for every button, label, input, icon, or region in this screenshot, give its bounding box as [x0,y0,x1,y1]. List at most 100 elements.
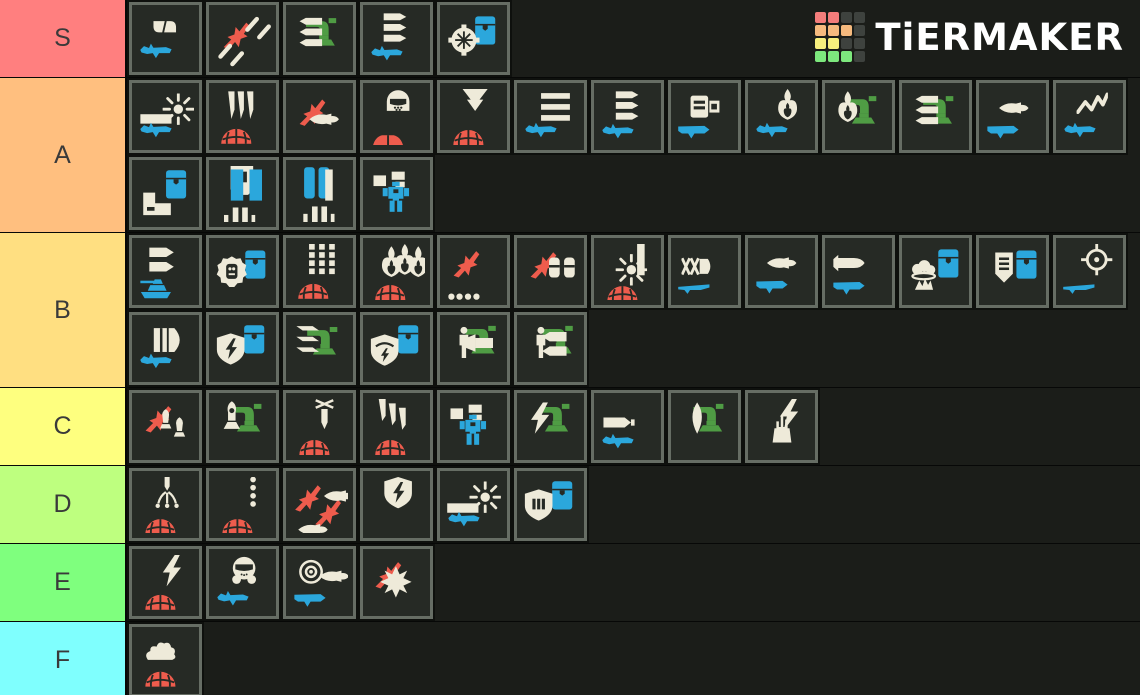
assault-rifle-with-magazine-icon [139,19,176,57]
arc-blitzer[interactable] [1051,78,1128,155]
laser-rifle[interactable] [127,78,204,155]
guard-dog-pod-backpack[interactable] [204,233,281,310]
belt-fed-machine-gun[interactable] [512,78,589,155]
drop-pod[interactable] [204,155,281,232]
orbital-precision-strike-icon [452,88,488,145]
machine-gun-with-ammo-icon [370,12,406,59]
expendable-anti-tank[interactable] [974,78,1051,155]
arc-sentry[interactable] [512,388,589,465]
tiermaker-logo: TiERMAKER [815,12,1124,62]
tier-label-A[interactable]: A [0,78,127,232]
flame-sentry[interactable] [820,78,897,155]
expendable-anti-tank-frame [976,80,1049,153]
capsule-backpack[interactable] [974,233,1051,310]
emancipator-exosuit-icon [449,404,486,445]
tank-with-shells[interactable] [127,233,204,310]
shield-generator-relay[interactable] [358,466,435,543]
belt-fed-machine-gun-icon [524,92,564,136]
tiermaker-logo-grid [815,12,866,62]
tier-row-B: B [0,233,1140,388]
flame-mortar-sentry[interactable] [666,388,743,465]
autocannon-weapon[interactable] [666,78,743,155]
ballistic-shield-backpack[interactable] [512,466,589,543]
tier-label-S[interactable]: S [0,0,127,77]
railgun[interactable] [589,388,666,465]
rocket-sentry-frame [206,390,279,463]
tier-items-F [127,622,1140,695]
orbital-railcannon-strike[interactable] [281,388,358,465]
heavy-machine-gun[interactable] [589,78,666,155]
logo-grid-cell-3 [854,12,866,23]
guard-dog-rover-backpack[interactable] [435,0,512,77]
machine-gun-sentry[interactable] [897,78,974,155]
laser-cannon-frame [437,468,510,541]
eagle-500kg-bomb[interactable] [281,78,358,155]
recoilless-rifle[interactable] [743,233,820,310]
eagle-flare[interactable] [358,544,435,621]
rifle-with-penetrator-round[interactable] [666,233,743,310]
rocket-sentry[interactable] [204,388,281,465]
orbital-barrage-shells[interactable] [204,78,281,155]
machine-gun-with-ammo[interactable] [358,0,435,77]
sterilizer-gas-gun[interactable] [204,544,281,621]
orbital-precision-strike[interactable] [435,78,512,155]
eagle-smoke-strike[interactable] [281,466,358,543]
gun-with-heavy-round-frame [129,312,202,385]
hmg-emplacement[interactable] [435,310,512,387]
tier-label-C[interactable]: C [0,388,127,465]
anti-tank-emplacement-icon [536,325,573,358]
spear-missile-launcher[interactable] [820,233,897,310]
orbital-gas-strike[interactable] [127,622,204,695]
eagle-rocket-pods-icon [145,405,185,437]
flamethrower[interactable] [743,78,820,155]
tiermaker-logo-text: TiERMAKER [875,15,1124,59]
pilot-bust-icon [373,89,409,144]
eagle-strafing-run[interactable] [204,0,281,77]
pilot-bust-frame [360,80,433,153]
orbital-smoke-strike[interactable] [204,466,281,543]
assault-rifle-with-magazine[interactable] [127,0,204,77]
airburst-rocket-launcher-icon [293,559,346,604]
gun-with-heavy-round-icon [139,327,180,368]
shield-generator-backpack[interactable] [204,310,281,387]
tier-label-D[interactable]: D [0,466,127,543]
mortar-sentry[interactable] [281,310,358,387]
orbital-380mm-barrage[interactable] [358,388,435,465]
anti-materiel-rifle[interactable] [1051,233,1128,310]
pilot-bust[interactable] [358,78,435,155]
orbital-gatling-barrage[interactable] [281,233,358,310]
tesla-tower[interactable] [743,388,820,465]
tier-label-B[interactable]: B [0,233,127,387]
tier-items-D [127,466,1140,543]
tier-label-E[interactable]: E [0,544,127,621]
sterilizer-gas-gun-frame [206,546,279,619]
orbital-smoke-strike-frame [206,468,279,541]
jump-pack-icon [302,166,335,221]
eagle-cluster-bomb[interactable] [435,233,512,310]
jump-pack[interactable] [281,155,358,232]
eagle-napalm-strike[interactable] [512,233,589,310]
emancipator-exosuit[interactable] [435,388,512,465]
orbital-laser-icon [606,253,640,300]
eagle-cluster-bomb-frame [437,235,510,308]
hmg-emplacement-frame [437,312,510,385]
directional-shield-backpack[interactable] [358,310,435,387]
shield-generator-backpack-frame [206,312,279,385]
eagle-rocket-pods[interactable] [127,388,204,465]
supply-backpack[interactable] [127,155,204,232]
tier-label-F[interactable]: F [0,622,127,695]
orbital-napalm-barrage[interactable] [358,233,435,310]
mortar-sentry-frame [283,312,356,385]
orbital-ems-strike[interactable] [127,544,204,621]
autocannon-sentry[interactable] [281,0,358,77]
laser-rifle-frame [129,80,202,153]
laser-cannon[interactable] [435,466,512,543]
anti-tank-emplacement[interactable] [512,310,589,387]
orbital-laser[interactable] [589,233,666,310]
gun-with-heavy-round[interactable] [127,310,204,387]
orbital-airburst-strike[interactable] [127,466,204,543]
portable-hellbomb-backpack[interactable] [897,233,974,310]
exosuit-mech[interactable] [358,155,435,232]
machine-gun-with-ammo-frame [360,2,433,75]
airburst-rocket-launcher[interactable] [281,544,358,621]
